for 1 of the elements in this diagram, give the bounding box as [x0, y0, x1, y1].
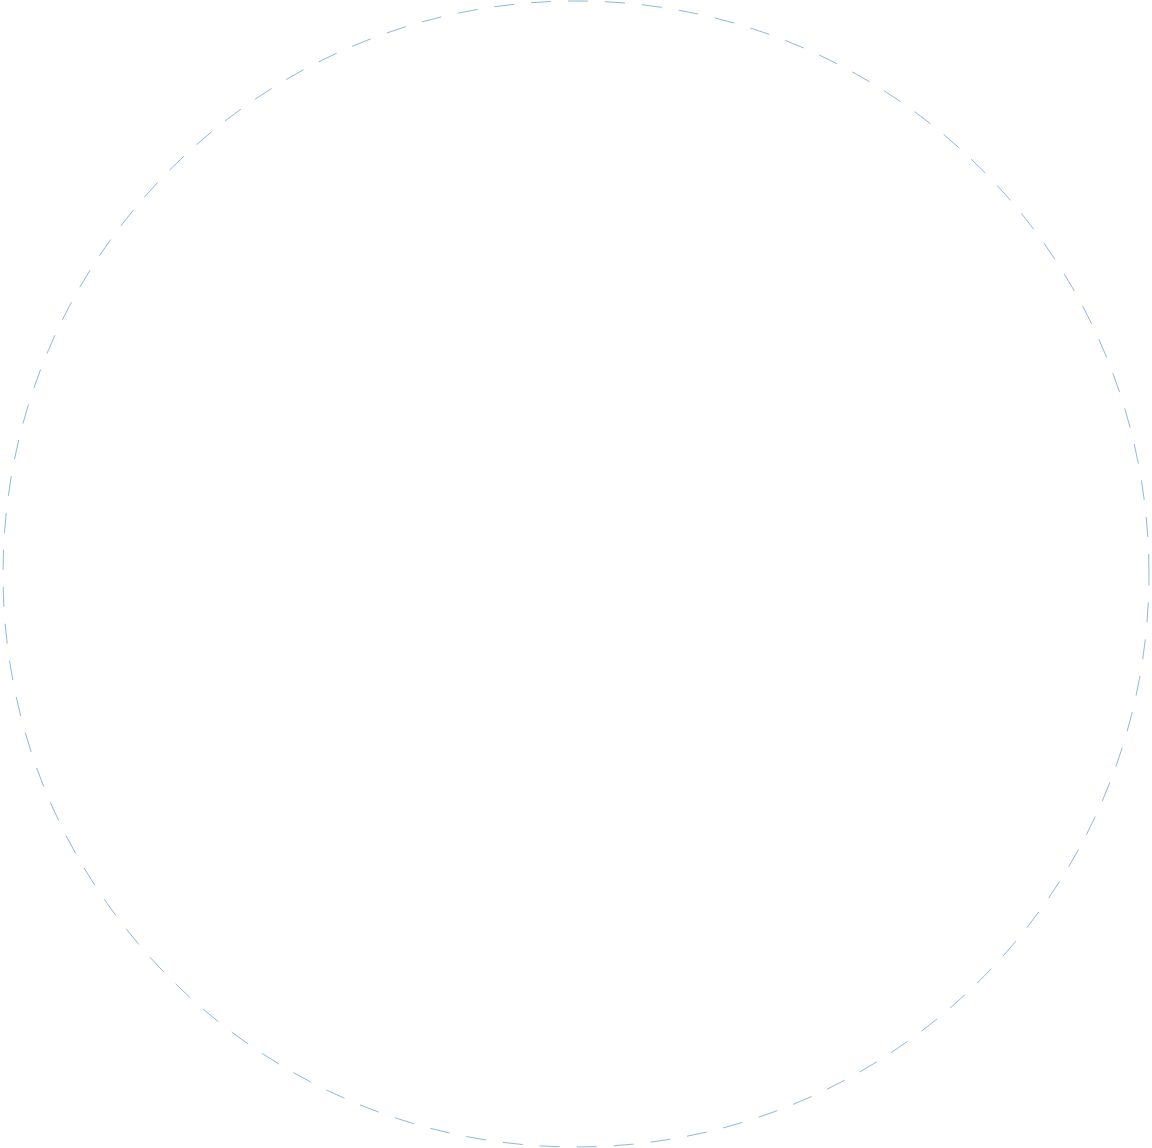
dashed-circle [2, 0, 1150, 1148]
